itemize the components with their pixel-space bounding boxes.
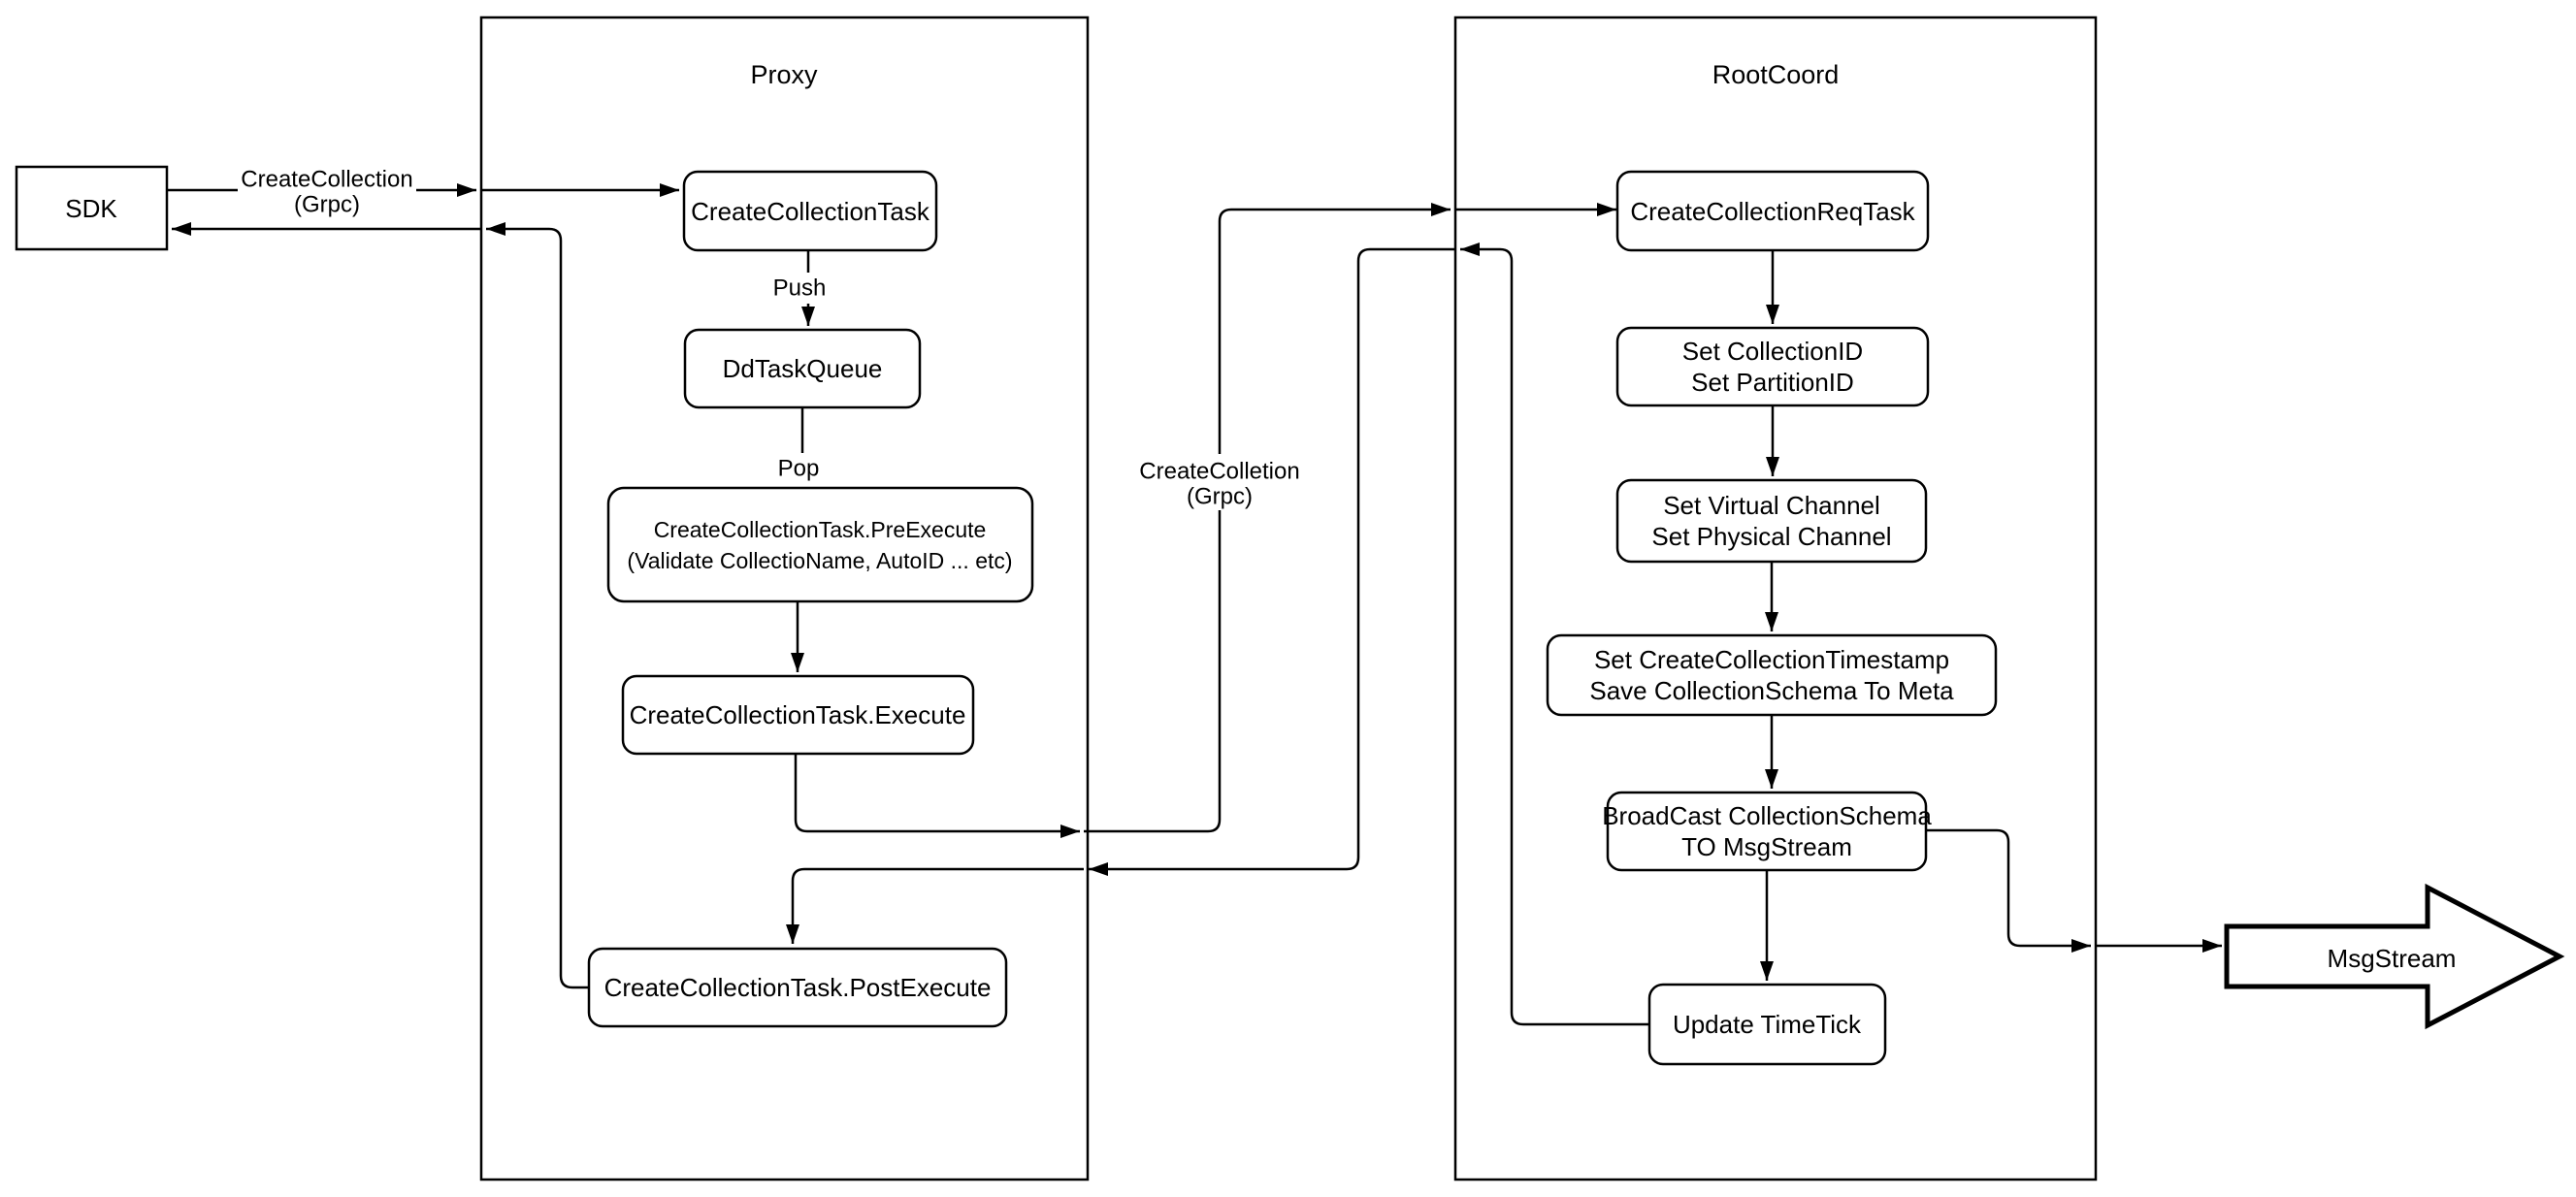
msgstream-arrow-shape bbox=[2224, 883, 2565, 1030]
create-collection-task-box bbox=[682, 170, 938, 252]
edge-postexecute-to-proxy-edge bbox=[486, 222, 589, 989]
edge-proxy-edge-to-postexecute bbox=[786, 867, 1084, 944]
edge-label-pop: Pop bbox=[770, 453, 827, 484]
edge-label-push: Push bbox=[766, 273, 832, 304]
set-timestamp-label-line1: Set CreateCollectionTimestamp bbox=[1594, 645, 1949, 674]
edge-updatetimetick-to-rootcoord-edge bbox=[1460, 243, 1649, 1026]
set-channels-box bbox=[1615, 478, 1928, 564]
edge-proxy-edge-to-rootcoord-edge bbox=[1084, 203, 1451, 833]
edge-label-createcollection-grpc-line2: (Grpc) bbox=[294, 192, 360, 218]
edge-broadcast-to-rootcoord-edge bbox=[1926, 828, 2091, 953]
edge-label-pop-text: Pop bbox=[778, 456, 820, 482]
dd-task-queue-box bbox=[683, 328, 922, 409]
node-pre-execute: CreateCollectionTask.PreExecute (Validat… bbox=[606, 486, 1034, 603]
sdk-label: SDK bbox=[65, 194, 117, 223]
node-dd-task-queue: DdTaskQueue bbox=[683, 328, 922, 409]
set-ids-label-line2: Set PartitionID bbox=[1691, 368, 1854, 397]
pre-execute-label-line1: CreateCollectionTask.PreExecute bbox=[654, 517, 987, 542]
node-post-execute: CreateCollectionTask.PostExecute bbox=[587, 947, 1008, 1028]
rootcoord-container bbox=[1453, 16, 2098, 1181]
edge-execute-to-proxy-edge bbox=[794, 754, 1080, 838]
node-create-collection-task: CreateCollectionTask bbox=[682, 170, 938, 252]
edge-label-createcollection-grpc-line1: CreateCollection bbox=[241, 167, 412, 193]
post-execute-label: CreateCollectionTask.PostExecute bbox=[604, 973, 992, 1002]
node-set-timestamp: Set CreateCollectionTimestamp Save Colle… bbox=[1546, 633, 1998, 717]
msgstream-label: MsgStream bbox=[2328, 944, 2457, 973]
node-execute: CreateCollectionTask.Execute bbox=[621, 674, 975, 756]
edge-label-proxy-grpc: CreateColletion (Grpc) bbox=[1133, 454, 1306, 510]
rootcoord-container-title: RootCoord bbox=[1712, 60, 1840, 89]
execute-label: CreateCollectionTask.Execute bbox=[630, 700, 966, 729]
edge-label-createcolletion-grpc-line1: CreateColletion bbox=[1139, 459, 1299, 485]
post-execute-box bbox=[587, 947, 1008, 1028]
sdk-box bbox=[15, 165, 169, 251]
broadcast-box bbox=[1606, 791, 1928, 872]
edge-label-sdk-grpc: CreateCollection (Grpc) bbox=[238, 165, 416, 219]
node-broadcast: BroadCast CollectionSchema TO MsgStream bbox=[1602, 791, 1932, 872]
dd-task-queue-label: DdTaskQueue bbox=[723, 354, 883, 383]
node-msgstream: MsgStream bbox=[2224, 883, 2565, 1030]
create-collection-req-task-label: CreateCollectionReqTask bbox=[1630, 197, 1915, 226]
edge-label-bg bbox=[770, 453, 827, 484]
set-ids-label-line1: Set CollectionID bbox=[1682, 337, 1863, 366]
proxy-container-title: Proxy bbox=[750, 60, 818, 89]
node-sdk: SDK bbox=[15, 165, 169, 251]
set-channels-label-line1: Set Virtual Channel bbox=[1663, 491, 1880, 520]
pre-execute-label-line2: (Validate CollectioName, AutoID ... etc) bbox=[627, 548, 1012, 573]
set-timestamp-box bbox=[1546, 633, 1998, 717]
set-timestamp-label-line2: Save CollectionSchema To Meta bbox=[1589, 676, 1954, 705]
pre-execute-box bbox=[606, 486, 1034, 603]
set-ids-box bbox=[1615, 326, 1930, 407]
create-collection-req-task-box bbox=[1615, 170, 1930, 252]
node-set-channels: Set Virtual Channel Set Physical Channel bbox=[1615, 478, 1928, 564]
node-create-collection-req-task: CreateCollectionReqTask bbox=[1615, 170, 1930, 252]
edge-label-bg bbox=[1133, 454, 1306, 510]
edge-label-push-text: Push bbox=[773, 275, 827, 302]
update-timetick-box bbox=[1647, 983, 1887, 1066]
edge-label-createcolletion-grpc-line2: (Grpc) bbox=[1187, 484, 1253, 510]
node-update-timetick: Update TimeTick bbox=[1647, 983, 1887, 1066]
edge-label-bg bbox=[238, 165, 416, 219]
update-timetick-label: Update TimeTick bbox=[1673, 1010, 1862, 1039]
node-set-ids: Set CollectionID Set PartitionID bbox=[1615, 326, 1930, 407]
edge-rootcoord-edge-to-proxy-edge bbox=[1089, 247, 1455, 876]
proxy-container bbox=[479, 16, 1090, 1181]
broadcast-label-line1: BroadCast CollectionSchema bbox=[1602, 801, 1932, 830]
edge-label-bg bbox=[766, 273, 832, 304]
execute-box bbox=[621, 674, 975, 756]
set-channels-label-line2: Set Physical Channel bbox=[1651, 522, 1891, 551]
create-collection-task-label: CreateCollectionTask bbox=[691, 197, 930, 226]
broadcast-label-line2: TO MsgStream bbox=[1681, 832, 1852, 861]
